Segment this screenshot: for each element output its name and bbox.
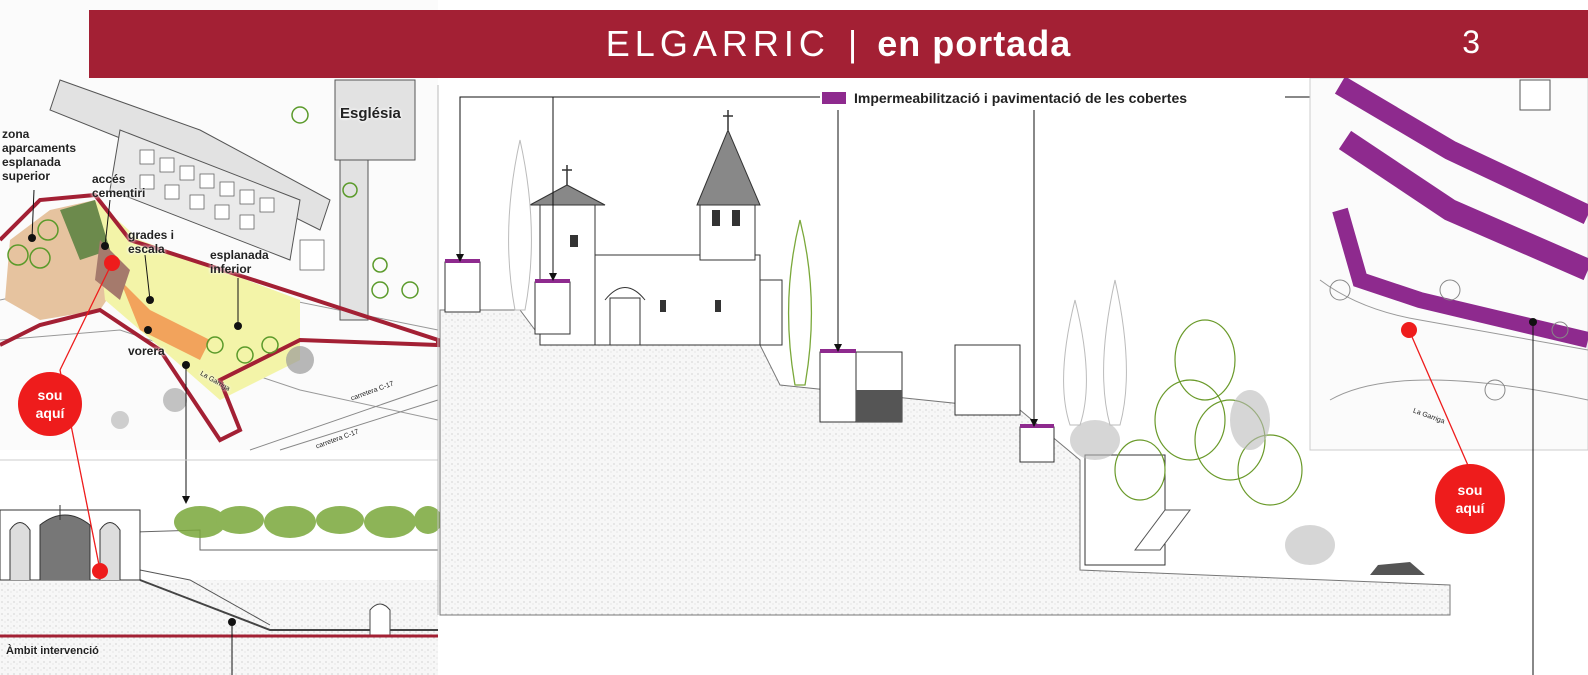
you-are-here-marker-left: sou aquí (18, 372, 82, 436)
section-title: en portada (877, 23, 1072, 64)
masthead: ELGARRIC | en portada (89, 10, 1588, 78)
label-zona-aparcaments: zona aparcaments esplanada superior (2, 127, 77, 183)
page-header: ELGARRIC | en portada 3 (89, 10, 1588, 78)
legend-label: Impermeabilització i pavimentació de les… (854, 90, 1188, 106)
label-esplanada-inferior: esplanada inferior (210, 248, 269, 276)
center-section-drawing (437, 85, 1451, 616)
label-vorera: vorera (128, 344, 165, 358)
page-number: 3 (1462, 24, 1480, 60)
you-are-here-marker-right: sou aquí (1435, 464, 1505, 534)
label-ambit-intervencio: Àmbit intervenció (6, 645, 99, 657)
legend-roof-waterproofing: Impermeabilització i pavimentació de les… (822, 88, 1194, 108)
brand-title: ELGARRIC (605, 23, 830, 64)
title-separator: | (847, 23, 860, 64)
legend-swatch (822, 92, 846, 104)
label-grades-escala: grades i escala (128, 228, 175, 256)
right-site-plan (1309, 76, 1588, 675)
left-section-drawing (0, 369, 442, 675)
label-acces-cementiri: accés cementiri (92, 172, 146, 200)
label-esglesia: Església (340, 105, 401, 122)
